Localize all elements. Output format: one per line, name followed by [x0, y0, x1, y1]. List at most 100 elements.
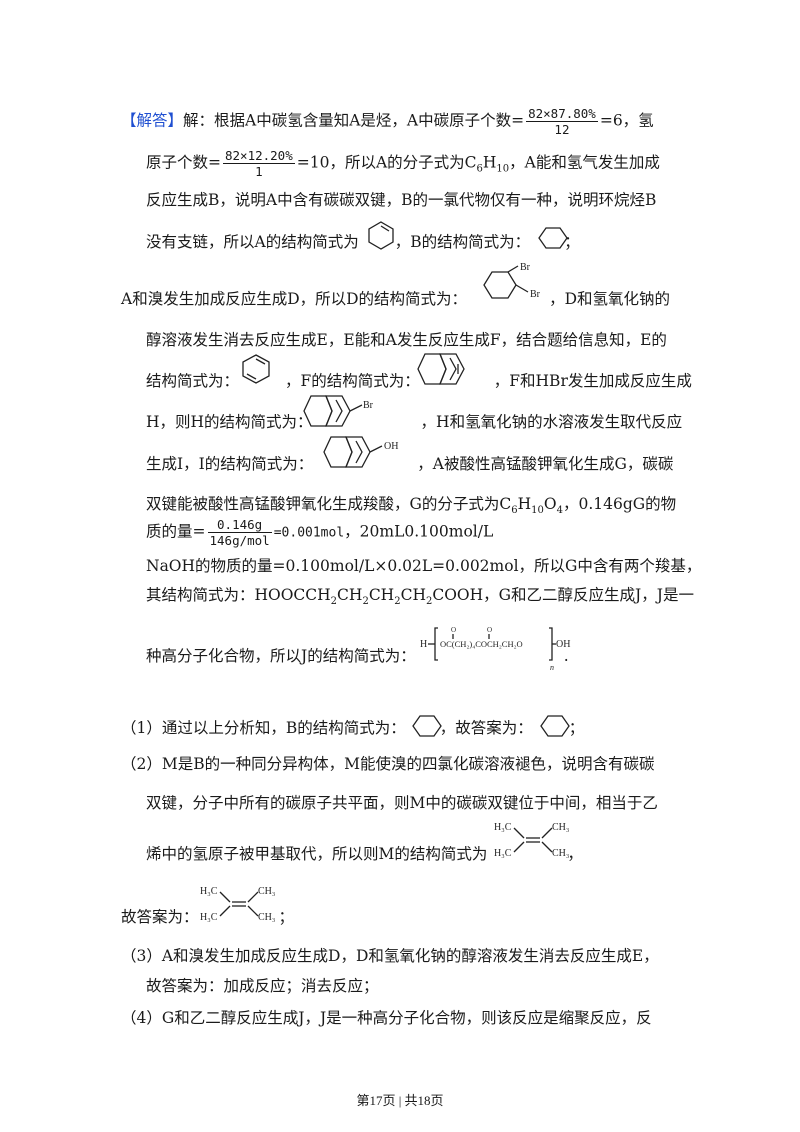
text: ； [564, 233, 580, 251]
bromine-label: Br [530, 289, 541, 300]
subscript: 2 [362, 596, 369, 608]
text: 结构简式为： [146, 372, 240, 390]
answer-2-line-4: 故答案为： ； [121, 906, 294, 928]
text: =6，氢 [599, 111, 654, 130]
cyclohexadiene-structure-e [242, 354, 270, 384]
methyl-label: CH₃ [258, 912, 275, 923]
hydrogen-label: H [420, 639, 427, 650]
hydroxy-bicyclic-structure-i: OH [323, 436, 398, 468]
methyl-label: CH₃ [552, 822, 569, 833]
text: COOH，G和乙二醇反应生成J，J是一 [432, 586, 694, 604]
bicyclic-structure-f [417, 353, 465, 385]
cyclohexene-structure-a [368, 221, 394, 250]
text: =0.001mol [273, 525, 345, 541]
cyclohexane-structure-answer [540, 715, 570, 737]
dibromocyclohexane-structure-d: Br Br [483, 262, 541, 300]
hydroxyl-label: OH [384, 441, 398, 452]
text: ，H和氢氧化钠的水溶液发生取代反应 [420, 413, 683, 431]
text: ，D和氢氧化钠的 [549, 290, 670, 308]
text: ，故答案为： [439, 719, 533, 737]
text: ，A能和氢气发生加成 [509, 153, 660, 172]
oxygen-label: O [487, 626, 492, 634]
polyester-structure-j: H OC(CH₂)₄COCH₂CH₂O O O OH n [420, 626, 570, 672]
answer-3-line-1: （3）A和溴发生加成反应生成D，D和氢氧化钠的醇溶液发生消去反应生成E， [121, 947, 659, 965]
fraction-denominator: 1 [255, 164, 263, 179]
answer-3-line-2: 故答案为：加成反应；消去反应； [146, 977, 379, 995]
subscript: 2 [330, 596, 338, 608]
methyl-label: CH₃ [258, 886, 275, 897]
bromine-label: Br [363, 400, 374, 411]
tetramethylethylene-structure-m: H₃C H₃C CH₃ CH₃ [494, 822, 569, 859]
bromo-bicyclic-structure-h: Br [303, 395, 374, 427]
answer-2-line-1: （2）M是B的一种同分异构体，M能使溴的四氯化碳溶液褪色，说明含有碳碳 [121, 755, 655, 773]
analysis-line-9: 生成I，I的结构简式为： ，A被酸性高锰酸钾氧化生成G，碳碳 [146, 453, 673, 475]
text: ，0.146gG的物 [562, 495, 677, 513]
answer-4-line-1: （4）G和乙二醇反应生成J，J是一种高分子化合物，则该反应是缩聚反应，反 [121, 1009, 652, 1027]
analysis-line-13: 其结构简式为：HOOCCH2CH2CH2CH2COOH，G和乙二醇反应生成J，J… [146, 584, 694, 613]
text: 原子个数= [146, 153, 221, 172]
text: ，F和HBr发生加成反应生成 [493, 372, 692, 390]
cyclohexane-structure-answer [412, 715, 442, 737]
answer-tag: 【解答】 [121, 111, 184, 130]
text: ，20mL0.100mol/L [344, 522, 494, 541]
text: ； [568, 719, 585, 737]
text: 双键能被酸性高锰酸钾氧化生成羧酸，G的分子式为C [146, 495, 512, 513]
text: 质的量= [146, 522, 206, 541]
text: H [482, 153, 497, 172]
analysis-line-14: 种高分子化合物，所以J的结构简式为：. [146, 645, 569, 667]
subscript: 10 [496, 163, 510, 175]
analysis-line-1: 【解答】解：根据A中碳氢含量知A是烃，A中碳原子个数=82×87.80%12 =6… [121, 106, 654, 137]
text: 种高分子化合物，所以J的结构简式为： [146, 647, 416, 665]
analysis-line-4: 没有支链，所以A的结构简式为，B的结构简式为：； [146, 231, 580, 253]
text: 其结构简式为：HOOCCH [146, 586, 331, 604]
text: CH [337, 586, 363, 604]
text: ，A被酸性高锰酸钾氧化生成G，碳碳 [417, 455, 674, 473]
text: O [543, 495, 557, 513]
answer-2-line-2: 双键，分子中所有的碳原子共平面，则M中的碳碳双键位于中间，相当于乙 [146, 794, 658, 812]
fraction-numerator: 82×12.20% [223, 148, 295, 164]
analysis-line-12: NaOH的物质的量=0.100mol/L×0.02L=0.002mol，所以G中… [146, 557, 702, 575]
analysis-line-8: H，则H的结构简式为： ，H和氢氧化钠的水溶液发生取代反应 [146, 411, 682, 433]
text: 故答案为： [121, 908, 199, 926]
text: H [517, 495, 532, 513]
fraction-numerator: 0.146g [207, 517, 272, 533]
answer-1: （1）通过以上分析知，B的结构简式为： ，故答案为： ； [121, 717, 584, 739]
fraction-hydrogen-count: 82×12.20%1 [223, 148, 295, 179]
answer-2-line-3: 烯中的氢原子被甲基取代，所以则M的结构简式为 ， [146, 843, 583, 865]
tetramethylethylene-structure-answer: H₃C H₃C CH₃ CH₃ [200, 886, 275, 923]
analysis-line-5: A和溴发生加成反应生成D，所以D的结构简式为： ，D和氢氧化钠的 [121, 288, 670, 310]
fraction-numerator: 82×87.80% [526, 106, 598, 122]
methyl-label: H₃C [494, 822, 512, 833]
text: H，则H的结构简式为： [146, 413, 313, 431]
methyl-label: CH₃ [552, 848, 569, 859]
text: （1）通过以上分析知，B的结构简式为： [121, 719, 406, 737]
subscript: 4 [556, 505, 563, 517]
text: CH [400, 586, 426, 604]
fraction-denominator: 146g/mol [209, 533, 270, 548]
subscript: 6 [511, 505, 518, 517]
text: =10，所以A的分子式为C [296, 153, 477, 172]
subscript: 10 [531, 505, 544, 517]
analysis-line-3: 反应生成B，说明A中含有碳碳双键，B的一氯代物仅有一种，说明环烷烃B [146, 191, 657, 209]
hydroxyl-label: OH [556, 639, 570, 650]
subscript: 2 [394, 596, 401, 608]
text: 生成I，I的结构简式为： [146, 455, 314, 473]
text: 解：根据A中碳氢含量知A是烃，A中碳原子个数= [183, 111, 525, 130]
text: ； [278, 908, 295, 926]
text: 烯中的氢原子被甲基取代，所以则M的结构简式为 [146, 845, 488, 863]
subscript: 6 [476, 163, 483, 175]
analysis-line-7: 结构简式为：，F的结构简式为：，F和HBr发生加成反应生成 [146, 370, 692, 392]
text: CH [368, 586, 395, 604]
analysis-line-6: 醇溶液发生消去反应生成E，E能和A发生反应生成F，结合题给信息知，E的 [146, 331, 667, 349]
polymer-repeat-unit: OC(CH₂)₄COCH₂CH₂O [440, 639, 523, 649]
page-footer: 第17页 | 共18页 [356, 1093, 444, 1108]
text: 没有支链，所以A的结构简式为 [146, 233, 359, 251]
bromine-label: Br [520, 262, 531, 273]
analysis-line-10: 双键能被酸性高锰酸钾氧化生成羧酸，G的分子式为C6H10O4，0.146gG的物 [146, 493, 676, 522]
text: ， [567, 845, 583, 863]
fraction-denominator: 12 [554, 122, 570, 137]
subscript: 2 [425, 596, 433, 608]
text: A和溴发生加成反应生成D，所以D的结构简式为： [121, 290, 468, 308]
analysis-line-2: 原子个数=82×12.20%1=10，所以A的分子式为C6H10，A能和氢气发生… [146, 148, 660, 181]
